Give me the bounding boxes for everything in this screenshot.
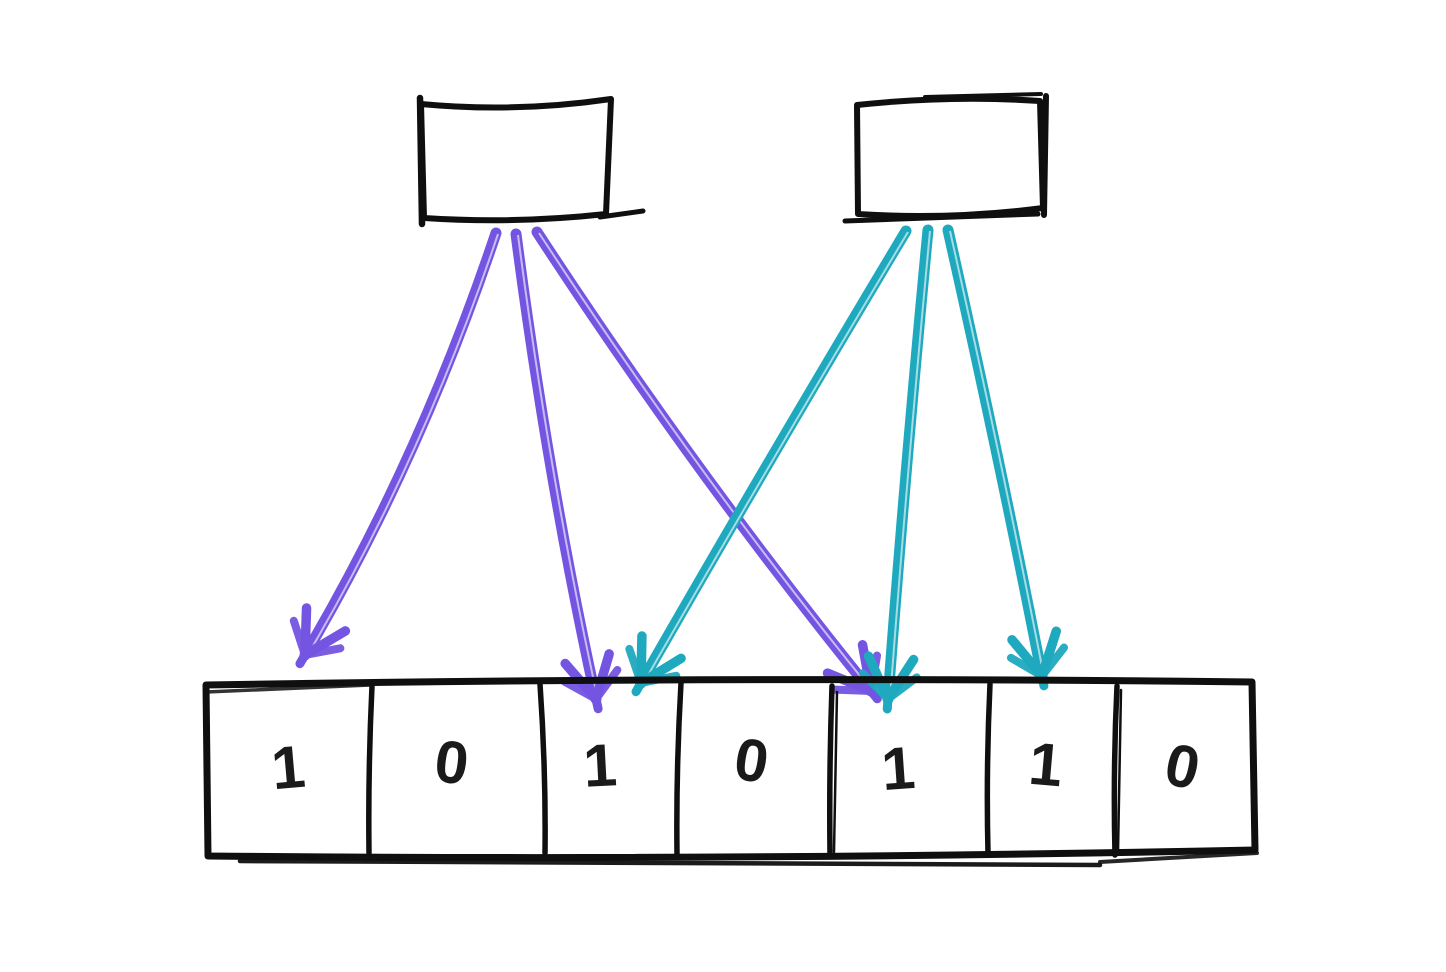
purple-box-corner-overstroke — [597, 208, 646, 220]
teal-box-right-edge-overstroke — [1041, 93, 1049, 218]
hash-arrow-item-b-to-bit-5 — [942, 224, 1069, 691]
purple-box-left-edge-overstroke — [416, 94, 426, 228]
bit-value-1: 0 — [431, 727, 472, 798]
bit-value-5: 1 — [1026, 730, 1065, 800]
teal-box-outline — [854, 95, 1046, 219]
cell-divider-2 — [537, 681, 548, 856]
cell-divider-4-overstroke — [832, 690, 839, 854]
bit-array-bottom-overstroke — [237, 858, 1103, 868]
bit-value-0: 1 — [269, 733, 308, 803]
hash-arrows-layer — [289, 224, 1069, 714]
cell-divider-3 — [674, 680, 684, 857]
bit-array-outline — [202, 676, 1259, 862]
hash-arrow-item-a-to-bit-2 — [510, 228, 622, 714]
bit-array-top-overstroke — [204, 683, 372, 694]
purple-box-outline — [418, 96, 614, 224]
cell-divider-6 — [1111, 683, 1120, 858]
bit-array-box: 1 0 1 0 1 1 0 — [202, 676, 1259, 868]
hash-arrow-item-b-to-bit-2 — [625, 225, 912, 697]
bit-value-3: 0 — [730, 725, 773, 796]
cell-divider-4 — [827, 683, 835, 858]
purple-item-box — [416, 94, 646, 228]
bit-value-4: 1 — [879, 734, 917, 803]
cell-divider-6-overstroke — [1116, 688, 1123, 854]
hash-arrow-item-b-to-bit-4 — [858, 224, 934, 714]
cell-divider-1 — [366, 683, 375, 856]
cell-divider-5 — [984, 681, 993, 856]
teal-item-box — [842, 92, 1049, 224]
bit-array-bottom-overstroke-2 — [1098, 851, 1259, 864]
hash-arrow-item-a-to-bit-4 — [531, 226, 882, 704]
teal-box-top-overstroke — [923, 92, 1043, 99]
bit-value-6: 0 — [1159, 730, 1206, 802]
teal-box-bottom-overstroke — [842, 211, 1041, 224]
bit-value-2: 1 — [582, 731, 619, 800]
hash-arrow-item-a-to-bit-0 — [289, 227, 502, 669]
